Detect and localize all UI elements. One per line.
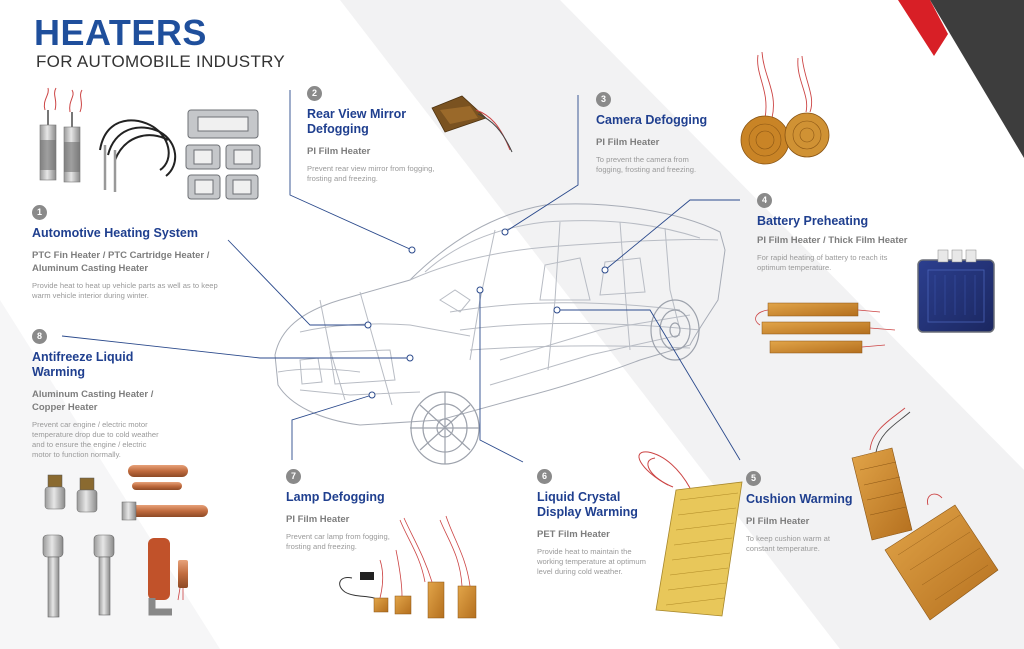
leader-lines (61, 90, 741, 463)
callout-antifreeze-liquid-warming: 8 Antifreeze Liquid Warming Aluminum Cas… (32, 329, 162, 460)
callout-camera-defogging: 3 Camera Defogging PI Film Heater To pre… (596, 92, 721, 175)
lcd-pet-film-heater-image (638, 451, 743, 617)
callout-title: Automotive Heating System (32, 226, 199, 240)
callout-cushion-warming: 5 Cushion Warming PI Film Heater To keep… (746, 471, 856, 554)
page-subtitle: FOR AUTOMOBILE INDUSTRY (36, 52, 286, 71)
callout-description: To prevent the camera from fogging, fros… (596, 155, 697, 174)
ptc-cable-heaters-image (99, 119, 176, 192)
background-band (340, 0, 1024, 649)
callout-rear-view-mirror-defogging: 2 Rear View Mirror Defogging PI Film Hea… (307, 86, 437, 184)
callout-number: 8 (32, 329, 47, 344)
car-wheels (410, 299, 700, 465)
callout-description: Provide heat to heat up vehicle parts as… (32, 281, 218, 300)
callout-lamp-defogging: 7 Lamp Defogging PI Film Heater Prevent … (286, 469, 406, 552)
leader-line-5 (557, 309, 741, 461)
leader-line-2 (289, 90, 413, 251)
antifreeze-heaters-image (42, 465, 208, 618)
callout-subtitle: PI Film Heater (596, 137, 660, 148)
leader-line-4 (604, 199, 740, 271)
aluminum-casting-heaters-image (185, 109, 261, 200)
callout-title: Rear View Mirror Defogging (307, 107, 407, 136)
mirror-film-heater-image (431, 95, 513, 153)
callout-subtitle: Aluminum Casting Heater / Copper Heater (32, 389, 154, 413)
callout-liquid-crystal-display-warming: 6 Liquid Crystal Display Warming PET Fil… (537, 469, 655, 577)
callout-description: Prevent rear view mirror from fogging, f… (307, 164, 435, 183)
callout-number: 2 (307, 86, 322, 101)
callout-title: Cushion Warming (746, 492, 853, 506)
camera-round-heaters-image (740, 51, 830, 165)
callout-subtitle: PI Film Heater (746, 516, 810, 527)
callout-title: Battery Preheating (757, 214, 869, 228)
callout-number: 5 (746, 471, 761, 486)
callout-subtitle: PI Film Heater (307, 146, 371, 157)
leader-line-3 (504, 95, 579, 233)
leader-dots (364, 228, 609, 399)
callout-automotive-heating-system: 1 Automotive Heating System PTC Fin Heat… (32, 205, 237, 301)
leader-line-8 (61, 335, 410, 359)
callout-number: 3 (596, 92, 611, 107)
callout-title: Antifreeze Liquid Warming (32, 350, 134, 379)
ptc-cartridge-heaters-image (39, 87, 83, 183)
callout-description: Prevent car engine / electric motor temp… (32, 420, 159, 459)
callout-description: Prevent car lamp from fogging, frosting … (286, 532, 390, 551)
callout-number: 1 (32, 205, 47, 220)
callout-number: 7 (286, 469, 301, 484)
callout-subtitle: PI Film Heater / Thick Film Heater (757, 235, 908, 246)
corner-red-accent (898, 0, 948, 56)
page-title: HEATERS (34, 12, 207, 53)
callout-number: 4 (757, 193, 772, 208)
callout-title: Camera Defogging (596, 113, 708, 127)
callout-subtitle: PTC Fin Heater / PTC Cartridge Heater / … (32, 250, 210, 274)
callout-number: 6 (537, 469, 552, 484)
cushion-film-heaters-image (851, 407, 999, 621)
leader-line-1 (227, 239, 368, 326)
callout-battery-preheating: 4 Battery Preheating PI Film Heater / Th… (757, 193, 927, 273)
corner-dark-accent (930, 0, 1024, 158)
leader-line-7 (291, 394, 373, 460)
leader-line-6 (479, 290, 524, 463)
battery-strip-heaters-image (755, 302, 896, 354)
lamp-film-heaters-image (339, 515, 477, 619)
callout-subtitle: PET Film Heater (537, 529, 610, 540)
callout-description: To keep cushion warm at constant tempera… (746, 534, 830, 553)
car-wireframe (274, 203, 726, 426)
callout-title: Liquid Crystal Display Warming (537, 490, 638, 519)
callout-subtitle: PI Film Heater (286, 514, 350, 525)
callout-title: Lamp Defogging (286, 490, 385, 504)
callout-description: Provide heat to maintain the working tem… (537, 547, 646, 576)
battery-thick-film-heater-image (917, 249, 995, 333)
callout-description: For rapid heating of battery to reach it… (757, 253, 888, 272)
